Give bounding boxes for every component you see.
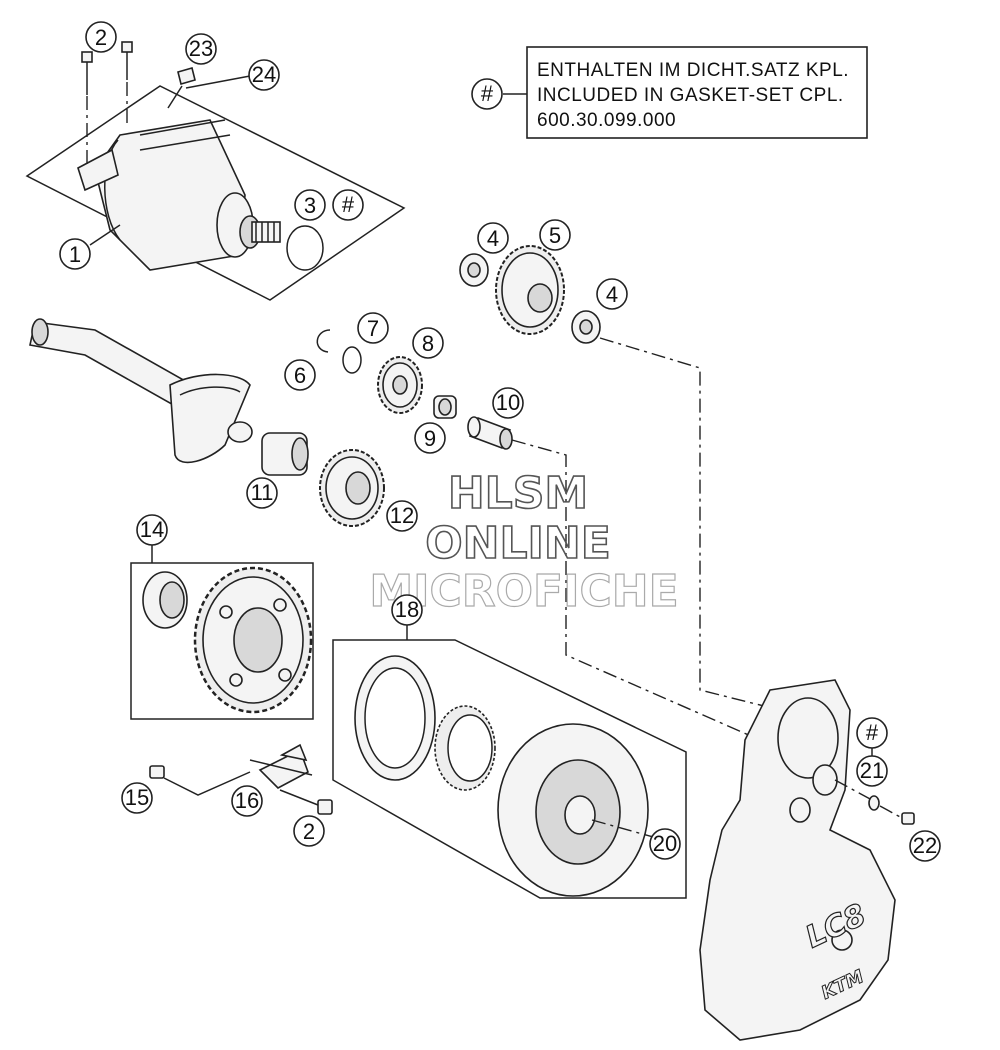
- svg-text:3: 3: [304, 193, 316, 218]
- callout-1: 1: [59, 238, 91, 270]
- svg-text:14: 14: [140, 517, 164, 542]
- watermark-line-1: HLSM: [448, 468, 588, 519]
- callout-21: 21: [856, 755, 888, 787]
- callout-15: 15: [121, 782, 153, 814]
- svg-text:23: 23: [189, 36, 213, 61]
- callout-4-left: 4: [477, 222, 509, 254]
- svg-text:22: 22: [913, 833, 937, 858]
- svg-text:8: 8: [422, 331, 434, 356]
- callout-23: 23: [185, 33, 217, 65]
- gear-14-box: [130, 543, 314, 720]
- bracket-parts: [149, 743, 333, 815]
- svg-text:4: 4: [606, 282, 618, 307]
- callout-hash-cover: #: [856, 717, 888, 756]
- gear-parts-middle: [261, 329, 513, 527]
- callout-2-bottom: 2: [293, 815, 325, 847]
- svg-text:#: #: [342, 192, 355, 217]
- svg-text:#: #: [866, 720, 879, 745]
- svg-text:1: 1: [69, 242, 81, 267]
- callout-4-right: 4: [596, 278, 628, 310]
- upper-gear-group: [459, 245, 781, 741]
- callout-12: 12: [386, 500, 418, 532]
- callout-22: 22: [909, 830, 941, 862]
- legend-line-1: ENTHALTEN IM DICHT.SATZ KPL.: [537, 60, 849, 81]
- callout-18: 18: [391, 594, 423, 640]
- callout-2-top: 2: [85, 21, 117, 53]
- legend-box: # ENTHALTEN IM DICHT.SATZ KPL. INCLUDED …: [471, 46, 868, 139]
- svg-text:11: 11: [251, 480, 274, 505]
- generator-cover: LC8 KTM: [699, 679, 915, 1041]
- legend-hash-circle: [471, 78, 503, 110]
- svg-text:10: 10: [496, 390, 520, 415]
- svg-text:20: 20: [653, 831, 677, 856]
- callout-14: 14: [136, 514, 168, 546]
- callout-hash-3: #: [332, 189, 364, 221]
- svg-text:21: 21: [860, 758, 884, 783]
- callout-16: 16: [231, 785, 263, 817]
- crankshaft: [29, 318, 253, 464]
- callout-20: 20: [649, 828, 681, 860]
- watermark-line-2: ONLINE: [425, 518, 611, 569]
- svg-text:9: 9: [424, 426, 436, 451]
- legend-line-3: 600.30.099.000: [537, 110, 676, 131]
- callout-10: 10: [492, 387, 524, 419]
- flywheel-group: [332, 639, 687, 899]
- svg-text:16: 16: [235, 788, 259, 813]
- svg-text:4: 4: [487, 226, 499, 251]
- callout-6: 6: [284, 359, 316, 391]
- svg-text:12: 12: [390, 503, 414, 528]
- watermark: HLSM ONLINE MICROFICHE: [369, 467, 680, 617]
- callout-7: 7: [357, 312, 389, 344]
- callout-11: 11: [246, 477, 278, 509]
- svg-text:6: 6: [294, 363, 306, 388]
- callout-5: 5: [539, 219, 571, 251]
- svg-text:15: 15: [125, 785, 149, 810]
- svg-text:2: 2: [95, 25, 107, 50]
- svg-text:18: 18: [395, 597, 419, 622]
- starter-motor-group: [25, 41, 406, 301]
- svg-text:2: 2: [303, 819, 315, 844]
- legend-line-2: INCLUDED IN GASKET-SET CPL.: [537, 85, 844, 106]
- legend-symbol: #: [481, 81, 494, 106]
- svg-text:7: 7: [367, 316, 379, 341]
- svg-text:24: 24: [252, 62, 276, 87]
- leader-lines: [89, 224, 121, 246]
- callout-8: 8: [412, 327, 444, 359]
- callout-3: 3: [294, 189, 326, 221]
- svg-text:5: 5: [549, 223, 561, 248]
- callout-24: 24: [248, 59, 280, 91]
- callout-9: 9: [414, 422, 446, 454]
